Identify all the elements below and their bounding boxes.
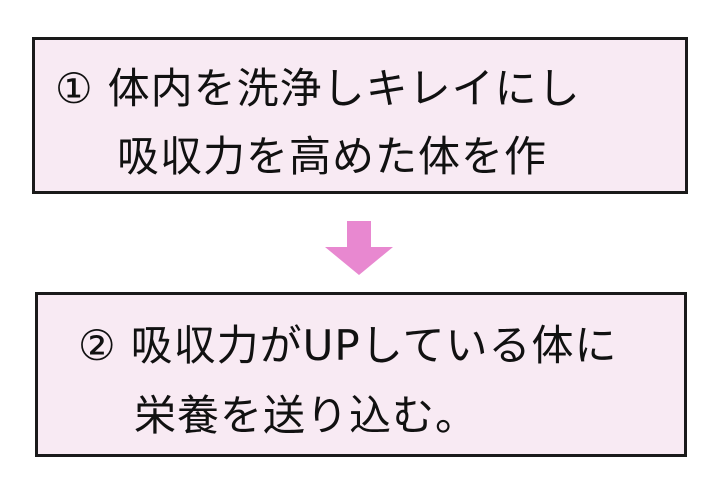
step-2-number: ②: [78, 321, 117, 370]
step-2-line-1: ② 吸収力がUPしている体に: [78, 321, 617, 371]
step-1-line-1: ① 体内を洗浄しキレイにし: [55, 64, 581, 114]
step-2-box: ② 吸収力がUPしている体に 栄養を送り込む。: [35, 292, 687, 457]
step-1-box: ① 体内を洗浄しキレイにし 吸収力を高めた体を作: [32, 37, 688, 194]
step-1-text-line-1: 体内を洗浄しキレイにし: [107, 64, 581, 113]
step-2-text-line-2: 栄養を送り込む。: [134, 391, 479, 440]
arrow-down-icon: [325, 221, 393, 275]
arrow-down-shape: [325, 221, 393, 275]
step-1-text-line-2: 吸収力を高めた体を作: [117, 132, 548, 181]
step-2-text-line-1: 吸収力がUPしている体に: [130, 321, 618, 370]
step-1-number: ①: [55, 64, 94, 113]
